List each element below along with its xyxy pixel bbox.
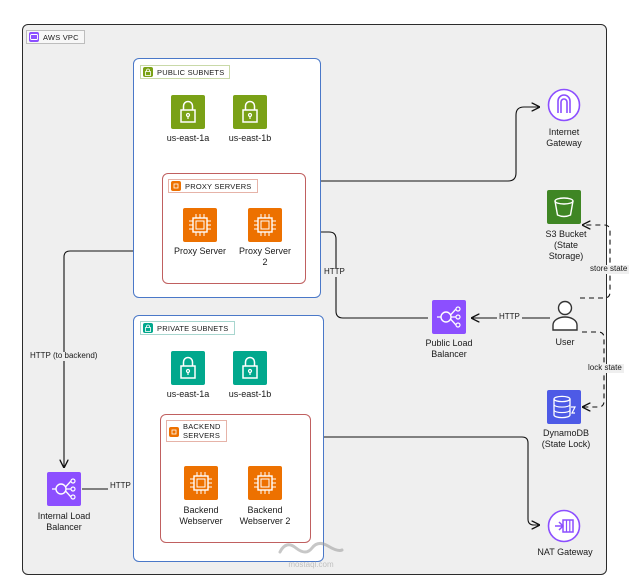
private-subnets-title: PRIVATE SUBNETS [157, 323, 229, 333]
public-load-balancer-icon [432, 300, 466, 334]
public-subnet-1b-lock-icon [233, 95, 267, 129]
line-user-to-s3 [580, 225, 611, 299]
private-subnet-1b-label: us-east-1b [228, 389, 272, 399]
watermark-text: mostaql.com [288, 560, 334, 569]
proxy-servers-title: PROXY SERVERS [185, 181, 252, 191]
internal-load-balancer-icon [47, 472, 81, 506]
proxy-server-2-label: Proxy Server 2 [238, 246, 291, 267]
edge-label-http-user-lb: HTTP [497, 312, 522, 322]
vpc-title: AWS VPC [43, 32, 79, 42]
edge-label-lock-state: lock state [586, 363, 624, 373]
proxy-server-1-ec2-icon [183, 208, 217, 242]
backend-webserver-2-ec2-icon [248, 466, 282, 500]
s3-bucket-icon [547, 190, 581, 224]
public-subnet-1a-label: us-east-1a [166, 133, 210, 143]
private-subnet-1a-label: us-east-1a [166, 389, 210, 399]
s3-bucket-label: S3 Bucket (State Storage) [545, 229, 587, 261]
nat-gateway-label: NAT Gateway [537, 547, 593, 557]
edge-label-http-to-backend: HTTP (to backend) [28, 351, 100, 361]
internet-gateway-icon [547, 88, 581, 122]
public-subnet-1b-label: us-east-1b [228, 133, 272, 143]
backend-webserver-1-label: Backend Webserver [179, 505, 223, 526]
internet-gateway-label: Internet Gateway [546, 127, 582, 148]
public-subnets-tag: PUBLIC SUBNETS [140, 65, 231, 79]
public-load-balancer-label: Public Load Balancer [425, 338, 473, 359]
backend-webserver-1-ec2-icon [184, 466, 218, 500]
nat-gateway-icon [547, 509, 581, 543]
private-subnet-1b-lock-icon [233, 351, 267, 385]
subnet-lock-icon [143, 67, 153, 77]
backend-servers-title: BACKEND SERVERS [183, 422, 221, 440]
watermark-logo: mostaql.com [276, 538, 346, 569]
line-proxy-to-internallb [64, 250, 162, 467]
ec2-chip-icon-small [171, 181, 181, 191]
line-backend-to-nat [324, 436, 539, 525]
private-subnets-tag: PRIVATE SUBNETS [140, 321, 235, 335]
edge-label-store-state: store state [588, 264, 630, 274]
line-proxy-to-igw [321, 107, 539, 182]
private-subnet-1a-lock-icon [171, 351, 205, 385]
dynamodb-icon [547, 390, 581, 424]
backend-servers-tag: BACKEND SERVERS [166, 420, 227, 442]
proxy-servers-tag: PROXY SERVERS [168, 179, 258, 193]
proxy-server-1-label: Proxy Server [173, 246, 226, 256]
private-subnet-lock-icon [143, 323, 153, 333]
backend-webserver-2-label: Backend Webserver 2 [239, 505, 291, 526]
internal-load-balancer-label: Internal Load Balancer [37, 511, 91, 532]
edge-label-http-lb-proxy: HTTP [322, 267, 347, 277]
proxy-server-2-ec2-icon [248, 208, 282, 242]
vpc-icon [29, 32, 39, 42]
public-subnets-title: PUBLIC SUBNETS [157, 67, 225, 77]
user-label: User [555, 337, 575, 347]
dynamodb-label: DynamoDB (State Lock) [541, 428, 591, 449]
edge-label-http-ilb-backend: HTTP [108, 481, 133, 491]
public-subnet-1a-lock-icon [171, 95, 205, 129]
user-icon [550, 299, 580, 331]
backend-chip-icon-small [169, 427, 179, 437]
vpc-tag: AWS VPC [26, 30, 85, 44]
